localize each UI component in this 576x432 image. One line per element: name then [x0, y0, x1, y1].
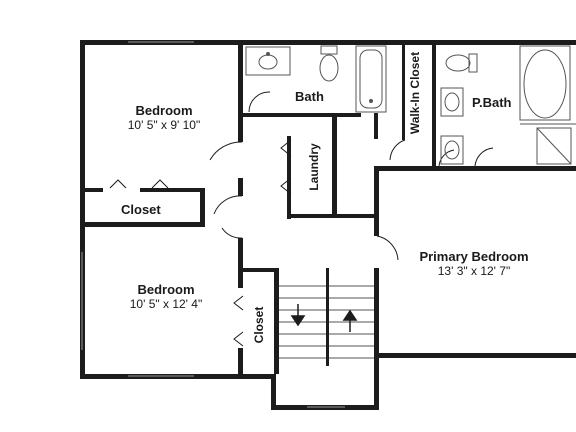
room-label-bedroom-bottom: Bedroom 10' 5" x 12' 4" — [114, 282, 218, 311]
room-dimensions: 13' 3" x 12' 7" — [437, 264, 511, 278]
room-label-p-bath: P.Bath — [472, 95, 512, 110]
room-dimensions: 10' 5" x 12' 4" — [129, 297, 203, 311]
room-label-walk-in-closet: Walk-In Closet — [408, 47, 422, 139]
stair-up-arrow-icon — [342, 309, 358, 332]
sink-icon — [440, 87, 464, 117]
shower-icon — [536, 127, 572, 165]
fixtures — [245, 45, 576, 165]
bathtub-icon — [519, 45, 571, 121]
room-dimensions: 10' 5" x 9' 10" — [127, 118, 201, 132]
room-label-bedroom-top: Bedroom 10' 5" x 9' 10" — [112, 103, 216, 132]
stair-down-arrow-icon — [290, 304, 306, 327]
doors — [109, 91, 494, 347]
room-name: Bedroom — [135, 103, 193, 118]
staircase — [279, 285, 374, 359]
room-name: Laundry — [307, 143, 321, 191]
room-name: Bath — [295, 89, 324, 104]
room-name: Walk-In Closet — [408, 51, 422, 135]
toilet-icon — [445, 53, 478, 73]
windows — [81, 41, 345, 408]
bathtub-icon — [355, 45, 387, 113]
room-label-primary-bedroom: Primary Bedroom 13' 3" x 12' 7" — [416, 249, 532, 278]
toilet-icon — [319, 45, 339, 82]
room-label-laundry: Laundry — [307, 137, 321, 197]
room-name: P.Bath — [472, 95, 512, 110]
sink-icon — [245, 46, 291, 76]
room-label-bath: Bath — [295, 89, 324, 104]
room-label-closet-left: Closet — [121, 202, 161, 217]
room-label-closet-small: Closet — [252, 300, 266, 350]
room-name: Closet — [252, 306, 266, 344]
room-name: Closet — [121, 202, 161, 217]
room-name: Primary Bedroom — [419, 249, 529, 264]
sink-icon — [440, 135, 464, 165]
room-name: Bedroom — [137, 282, 195, 297]
